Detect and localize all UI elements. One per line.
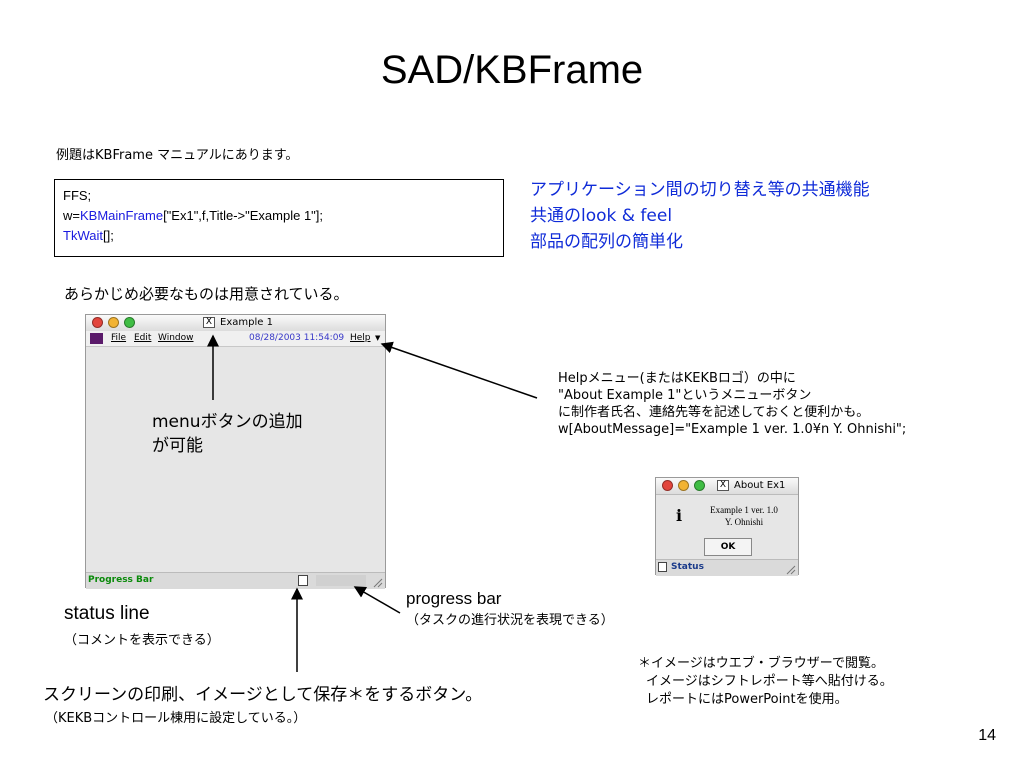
feature-list: アプリケーション間の切り替え等の共通機能 共通のlook & feel 部品の配… (530, 177, 870, 255)
code-line-2: w=KBMainFrame["Ex1",f,Title->"Example 1"… (63, 206, 495, 226)
menu-file[interactable]: File (111, 333, 127, 343)
about-status-line: Status (656, 559, 798, 576)
minimize-button[interactable] (108, 317, 119, 328)
code-args: []; (102, 228, 114, 243)
about-line: Y. Ohnishi (724, 517, 764, 527)
status-text: Status (671, 562, 704, 572)
capture-document-icon[interactable] (658, 562, 667, 572)
intro-text: 例題はKBFrame マニュアルにあります。 (56, 148, 299, 163)
arrow-progress (353, 586, 401, 614)
about-line: Example 1 ver. 1.0 (710, 505, 778, 515)
note-main: スクリーンの印刷、イメージとして保存＊をするボタン。 (43, 685, 483, 705)
note-main: status line (64, 603, 150, 624)
note-sub: （コメントを表示できる） (64, 633, 220, 648)
note-line: が可能 (152, 436, 203, 456)
x11-icon: X (203, 317, 215, 328)
menu-edit[interactable]: Edit (134, 333, 152, 343)
status-line: Progress Bar (86, 572, 385, 589)
page-title: SAD/KBFrame (380, 48, 644, 92)
prepared-text: あらかじめ必要なものは用意されている。 (64, 285, 349, 303)
resize-grip-icon[interactable] (786, 565, 796, 575)
note-main: progress bar (406, 589, 502, 608)
example-window: X Example 1 File Edit Window 08/28/2003 … (85, 314, 386, 589)
code-prefix: w= (63, 208, 80, 223)
note-line: w[AboutMessage]="Example 1 ver. 1.0¥n Y.… (558, 422, 907, 437)
help-menu-note: Helpメニュー(またはKEKBロゴ）の中に "About Example 1"… (558, 370, 906, 438)
menubar: File Edit Window 08/28/2003 11:54:09 Hel… (86, 331, 385, 347)
kekb-logo-icon[interactable] (90, 333, 103, 344)
feature-item: 部品の配列の簡単化 (530, 232, 683, 252)
note-line: "About Example 1"というメニューボタン (558, 388, 812, 403)
about-message: Example 1 ver. 1.0 Y. Ohnishi (694, 504, 794, 528)
about-titlebar[interactable]: X About Ex1 (656, 478, 798, 495)
info-icon: i (676, 506, 683, 525)
note-line: ＊イメージはウエブ・ブラウザーで閲覧。 (638, 656, 884, 671)
note-sub: （KEKBコントロール棟用に設定している。） (45, 711, 307, 726)
code-function: TkWait (63, 228, 103, 243)
note-line: レポートにはPowerPointを使用。 (646, 692, 848, 707)
feature-item: 共通のlook & feel (530, 206, 673, 226)
resize-grip-icon[interactable] (373, 578, 383, 588)
arrow-help (380, 341, 538, 399)
capture-document-icon[interactable] (298, 575, 308, 586)
window-title: Example 1 (220, 317, 273, 328)
feature-item: アプリケーション間の切り替え等の共通機能 (530, 180, 870, 200)
zoom-button[interactable] (124, 317, 135, 328)
zoom-button[interactable] (694, 480, 705, 491)
datetime-display: 08/28/2003 11:54:09 (249, 333, 345, 343)
menu-help[interactable]: Help (350, 333, 371, 343)
progress-bar-note: progress bar （タスクの進行状況を表現できる） (406, 589, 614, 628)
code-box: FFS; w=KBMainFrame["Ex1",f,Title->"Examp… (54, 179, 504, 257)
note-line: menuボタンの追加 (152, 412, 303, 432)
note-line: に制作者氏名、連絡先等を記述しておくと便利かも。 (558, 405, 870, 420)
status-line-note: status line （コメントを表示できる） (64, 603, 220, 648)
ok-button[interactable]: OK (704, 538, 752, 556)
code-line-3: TkWait[]; (63, 226, 495, 246)
progress-bar (316, 575, 366, 586)
close-button[interactable] (92, 317, 103, 328)
minimize-button[interactable] (678, 480, 689, 491)
chevron-down-icon: ▼ (375, 334, 381, 342)
capture-button-note: スクリーンの印刷、イメージとして保存＊をするボタン。 （KEKBコントロール棟用… (43, 680, 482, 726)
note-line: イメージはシフトレポート等へ貼付ける。 (646, 674, 893, 689)
menu-button-note: menuボタンの追加 が可能 (152, 410, 303, 458)
about-title: About Ex1 (734, 480, 786, 491)
x11-icon: X (717, 480, 729, 491)
about-window: X About Ex1 i Example 1 ver. 1.0 Y. Ohni… (655, 477, 799, 576)
note-sub: （タスクの進行状況を表現できる） (406, 613, 614, 628)
note-line: Helpメニュー(またはKEKBロゴ）の中に (558, 371, 796, 386)
page-number: 14 (978, 727, 996, 744)
menu-window[interactable]: Window (158, 333, 194, 343)
code-function: KBMainFrame (79, 208, 164, 223)
status-text: Progress Bar (88, 575, 154, 585)
close-button[interactable] (662, 480, 673, 491)
image-note: ＊イメージはウエブ・ブラウザーで閲覧。 イメージはシフトレポート等へ貼付ける。 … (638, 655, 893, 709)
code-line-1: FFS; (63, 188, 92, 203)
code-args: ["Ex1",f,Title->"Example 1"]; (163, 208, 324, 223)
